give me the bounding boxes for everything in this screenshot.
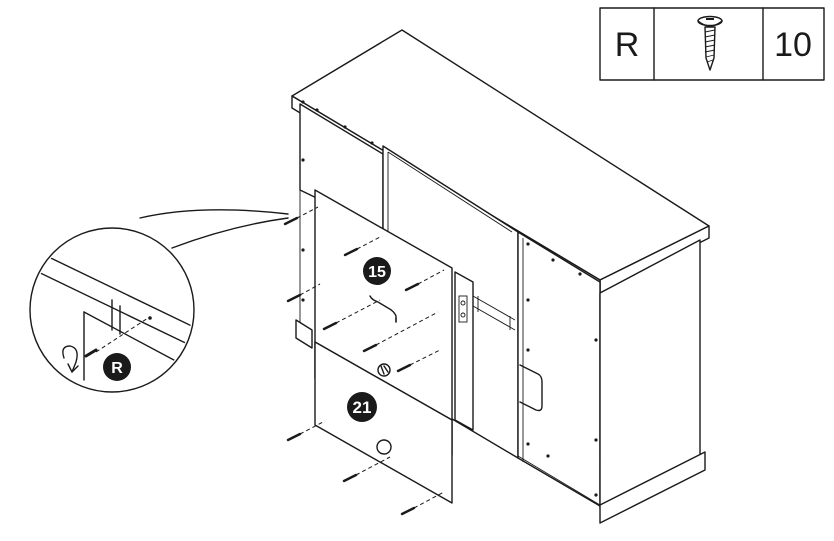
predrilled-holes bbox=[301, 100, 598, 497]
screw-guide-2 bbox=[343, 236, 381, 257]
screw-guide-5 bbox=[322, 299, 381, 331]
detail-magnifier: R bbox=[29, 209, 289, 393]
hardware-table: R 10 bbox=[599, 7, 825, 81]
screw-guide-6 bbox=[362, 311, 439, 353]
cabinet bbox=[291, 29, 710, 524]
screws bbox=[283, 206, 445, 516]
callout-badge-r: R bbox=[103, 353, 131, 381]
screw-icon bbox=[697, 15, 723, 71]
callout-badge-21: 21 bbox=[347, 392, 377, 422]
screw-guide-7 bbox=[396, 349, 441, 373]
screw-guide-3 bbox=[404, 269, 445, 292]
svg-text:R: R bbox=[111, 360, 123, 377]
quantity-label: 10 bbox=[774, 26, 812, 64]
part-letter-label: R bbox=[615, 26, 640, 64]
screw-guide-1 bbox=[283, 206, 319, 226]
svg-text:15: 15 bbox=[368, 264, 386, 281]
screw-guide-4 bbox=[286, 283, 321, 303]
screw-guide-9 bbox=[342, 456, 391, 483]
screw-guide-10 bbox=[400, 491, 445, 516]
svg-text:21: 21 bbox=[353, 398, 372, 417]
back-panel-lower bbox=[314, 341, 453, 504]
callout-badge-15: 15 bbox=[363, 257, 391, 285]
screw-guide-8 bbox=[286, 420, 326, 442]
